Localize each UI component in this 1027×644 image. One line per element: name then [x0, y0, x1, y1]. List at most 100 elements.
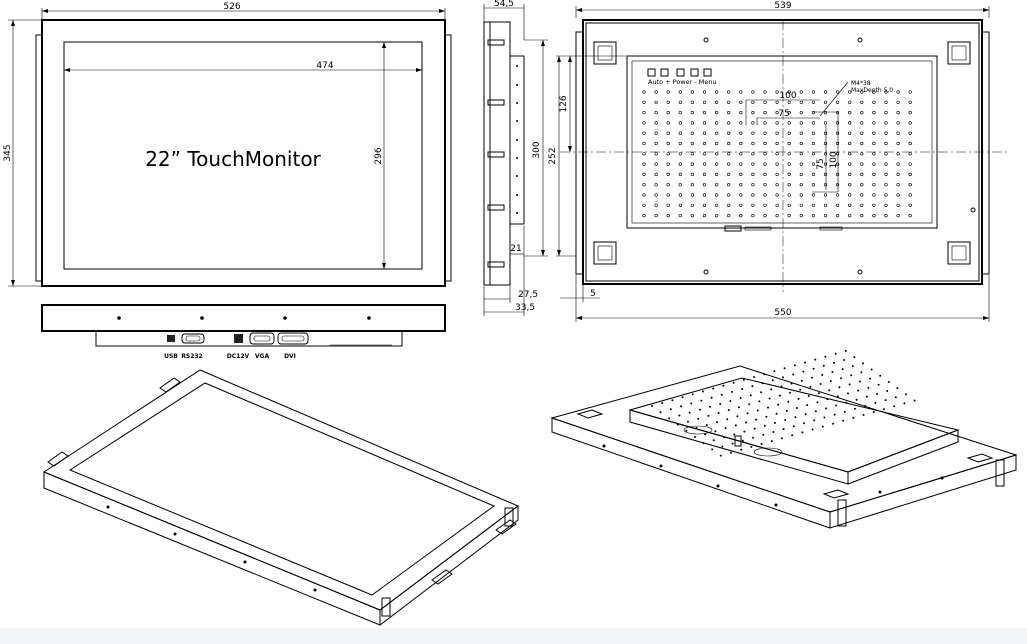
vent-hole — [712, 439, 715, 442]
vent-hole — [724, 427, 727, 430]
vent-hole — [719, 454, 722, 457]
vent-hole — [678, 90, 682, 94]
vent-hole — [884, 152, 888, 156]
vent-hole — [876, 392, 878, 395]
vent-hole — [739, 397, 742, 400]
vent-hole — [642, 100, 646, 104]
vent-hole — [835, 152, 840, 156]
iso-front-screen — [68, 382, 496, 596]
vent-hole — [775, 162, 779, 166]
vent-hole — [811, 172, 816, 176]
vent-hole — [763, 90, 767, 94]
vent-hole — [727, 183, 731, 187]
vent-hole — [688, 411, 691, 414]
iso-front-view — [42, 369, 519, 627]
vent-hole — [642, 141, 646, 146]
rear-corner-cutout — [593, 41, 617, 65]
vent-hole — [908, 183, 912, 187]
vent-hole — [811, 90, 816, 94]
front-title: 22” TouchMonitor — [145, 147, 321, 171]
vent-hole — [908, 193, 912, 197]
vent-hole — [851, 365, 854, 368]
vent-hole — [690, 152, 695, 156]
vent-hole — [782, 376, 784, 379]
vesa-h-small-label: 75 — [778, 109, 789, 119]
vent-hole — [860, 100, 864, 104]
vent-hole — [896, 193, 900, 197]
vent-hole — [740, 448, 743, 451]
vent-hole — [872, 183, 876, 187]
vent-hole — [775, 100, 779, 104]
vent-hole — [872, 214, 876, 218]
vent-hole — [835, 162, 840, 166]
vent-hole — [782, 428, 785, 431]
vent-hole — [850, 374, 853, 377]
vent-hole — [714, 121, 719, 125]
vent-hole — [823, 203, 828, 207]
vent-hole — [787, 100, 791, 104]
vent-hole — [787, 162, 791, 166]
vent-hole — [844, 349, 847, 352]
vent-hole — [654, 110, 658, 115]
vent-hole — [860, 141, 864, 146]
vent-hole — [753, 427, 756, 430]
vent-hole — [835, 203, 840, 207]
vent-hole — [872, 90, 876, 94]
vent-hole — [860, 203, 864, 207]
vent-hole — [835, 100, 840, 104]
vent-hole — [872, 162, 876, 166]
vent-hole — [691, 393, 694, 396]
vent-hole — [884, 203, 888, 207]
vent-hole — [884, 100, 888, 104]
vent-hole — [855, 398, 858, 401]
vent-hole — [702, 121, 707, 125]
vent-hole — [761, 382, 764, 385]
vent-hole — [666, 90, 670, 94]
vent-hole — [781, 437, 783, 440]
vent-hole — [884, 162, 888, 166]
vent-hole — [702, 152, 707, 156]
vent-hole — [709, 405, 711, 408]
vent-hole — [884, 90, 888, 94]
vent-hole — [714, 90, 719, 94]
vent-hole — [799, 131, 803, 135]
vent-hole — [751, 172, 755, 176]
vent-hole — [908, 100, 912, 104]
vent-hole — [746, 412, 749, 415]
vent-hole — [695, 426, 698, 429]
vent-hole — [678, 203, 682, 207]
vent-hole — [848, 141, 852, 146]
vent-hole — [727, 90, 731, 94]
vent-hole — [848, 152, 852, 156]
vent-hole — [811, 162, 816, 166]
vent-hole — [678, 162, 682, 166]
vent-hole — [775, 214, 779, 218]
vent-hole — [819, 383, 822, 385]
vent-hole — [854, 407, 856, 410]
vent-hole — [666, 214, 670, 218]
vent-hole — [666, 172, 670, 176]
vent-hole — [872, 131, 876, 135]
vent-hole — [803, 422, 805, 425]
vent-hole — [654, 162, 658, 166]
vent-hole — [774, 421, 776, 424]
vent-hole — [834, 352, 837, 355]
vent-hole — [772, 431, 775, 433]
vent-hole — [751, 141, 755, 146]
vent-hole — [823, 416, 826, 419]
vent-hole — [727, 193, 731, 197]
vent-hole — [702, 214, 707, 218]
vent-hole — [884, 193, 888, 197]
vent-hole — [731, 442, 734, 445]
vent-hole — [848, 100, 852, 104]
vent-hole — [775, 193, 779, 197]
vent-hole — [727, 203, 731, 207]
vent-hole — [666, 121, 670, 125]
vent-hole — [835, 141, 840, 146]
vent-hole — [908, 141, 912, 146]
vent-hole — [799, 214, 803, 218]
vent-hole — [775, 90, 779, 94]
vent-hole — [678, 193, 682, 197]
vent-hole — [710, 396, 713, 399]
vent-hole — [823, 100, 828, 104]
